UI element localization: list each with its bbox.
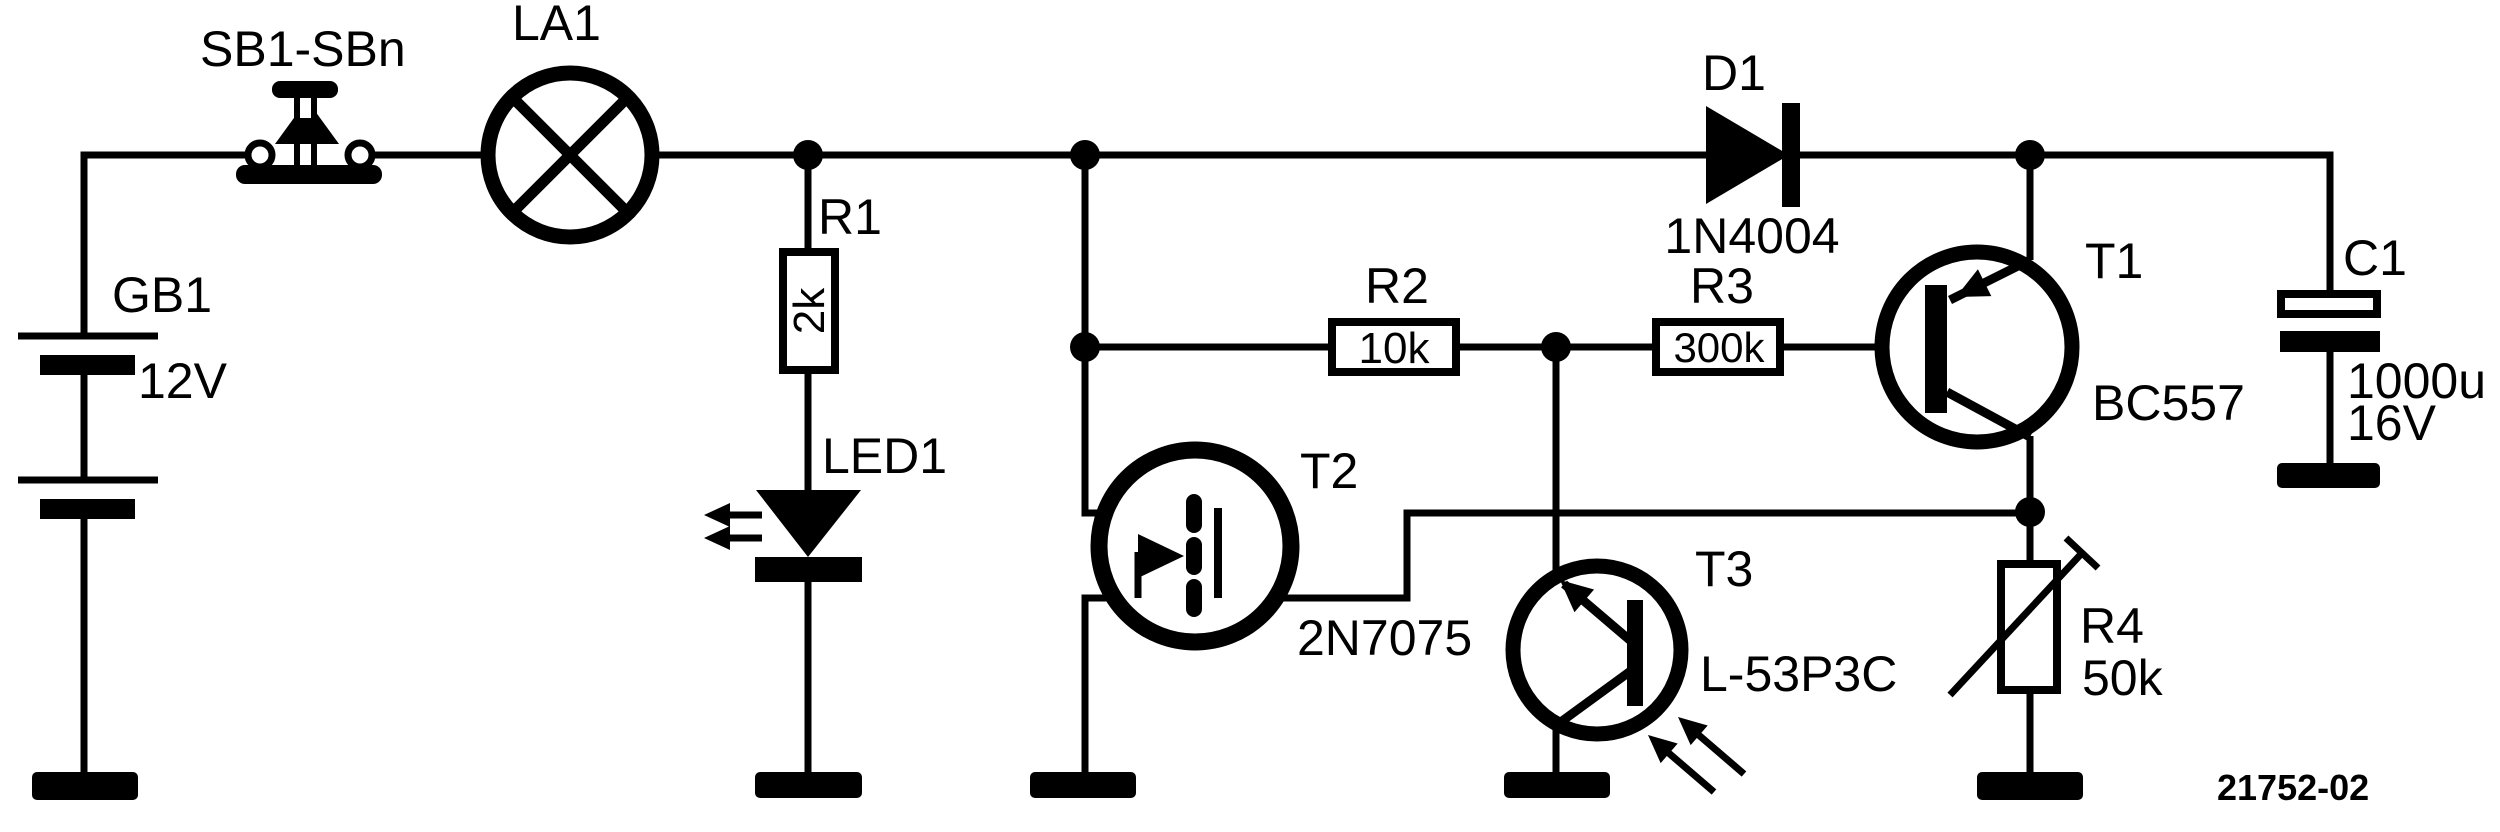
potentiometer-r4 [1947, 535, 2101, 698]
transistor-t1 [1874, 244, 2080, 450]
ground-icon-phototransistor [1504, 772, 1610, 798]
capacitor-c1 [2277, 290, 2381, 352]
ground-icon-led [755, 772, 862, 798]
phototransistor-t3 [1505, 558, 1747, 795]
led-emission-arrowhead-2 [704, 526, 730, 550]
phototransistor-emitter-arrow-icon [1560, 580, 1595, 613]
phototransistor-bottom-lead [1555, 666, 1635, 728]
lamp-la1 [480, 65, 660, 245]
battery-value-label: 12V [138, 353, 228, 409]
ground-symbols [32, 463, 2380, 800]
t2-value-label: 2N7075 [1297, 610, 1472, 666]
wire-battery-to-switch [80, 151, 252, 333]
diode-triangle [1706, 106, 1789, 204]
led-emission-arrowhead-1 [704, 503, 730, 527]
r4-value-label: 50k [2082, 650, 2164, 706]
transistor-t1-emitter-arrow-icon [1956, 269, 1992, 297]
pushbutton-cap [272, 81, 338, 98]
phototransistor-base-bar [1627, 600, 1643, 706]
wire-gate-route [1218, 509, 2030, 602]
ground-icon-mosfet [1030, 772, 1136, 798]
led-ref-label: LED1 [822, 428, 947, 484]
t3-value-label: L-53P3C [1700, 646, 1897, 702]
junction-dot [2015, 140, 2045, 170]
ground-icon-r4 [1977, 772, 2083, 800]
r1-ref-label: R1 [818, 189, 882, 245]
d1-ref-label: D1 [1702, 45, 1766, 101]
resistor-r3 [1652, 318, 1784, 376]
phototransistor-t3-circle [1505, 558, 1689, 742]
battery-plate-short-2 [40, 499, 135, 519]
wire-diode-to-cap [1796, 151, 2334, 296]
r2-ref-label: R2 [1365, 258, 1429, 314]
c1-ref-label: C1 [2343, 230, 2407, 286]
light-arrowhead-2 [1648, 735, 1678, 764]
mosfet-channel-dash-2 [1186, 537, 1202, 575]
transistor-t1-base-bar [1925, 285, 1947, 413]
junction-dot [1070, 140, 1100, 170]
diode-d1 [1706, 103, 1800, 207]
pushbutton-contact-right [344, 139, 376, 171]
t1-value-label: BC557 [2092, 375, 2245, 431]
ground-icon-capacitor [2277, 463, 2380, 488]
r1-value-label: 2k [785, 287, 834, 334]
r2-value-label: 10k [1359, 324, 1431, 373]
battery-plate-short-1 [40, 355, 135, 375]
lamp-ref-label: LA1 [512, 0, 601, 51]
r3-ref-label: R3 [1690, 258, 1754, 314]
battery-gb1 [18, 332, 158, 519]
capacitor-plate-negative [2280, 331, 2380, 352]
pushbutton-sb1-sbn [236, 81, 382, 184]
t2-ref-label: T2 [1300, 443, 1358, 499]
lamp-cross-2 [508, 93, 632, 217]
c1-capacitance-label: 1000u [2347, 353, 2486, 409]
pushbutton-contact-left [244, 139, 276, 171]
junction-dot [2015, 497, 2045, 527]
r4-ref-label: R4 [2080, 598, 2144, 654]
mosfet-t2 [1090, 441, 1300, 651]
battery-ref-label: GB1 [112, 267, 212, 323]
potentiometer-r4-diagonal [1947, 550, 2085, 698]
pushbutton-bridge [236, 165, 382, 184]
t1-ref-label: T1 [2085, 233, 2143, 289]
d1-value-label: 1N4004 [1664, 208, 1839, 264]
r3-value-label: 300k [1673, 324, 1765, 371]
ground-icon-battery [32, 772, 138, 800]
diode-cathode-bar [1782, 103, 1800, 207]
mosfet-body-arrow-icon [1138, 534, 1184, 578]
resistor-r2-body [1328, 318, 1460, 376]
capacitor-plate-positive [2277, 290, 2381, 318]
mosfet-channel-dash-3 [1186, 579, 1202, 617]
transistor-t1-collector [1944, 388, 2033, 441]
resistor-r1 [779, 248, 839, 374]
labels: SB1-SBn LA1 GB1 12V R1 2k LED1 R2 10k R3… [112, 0, 2486, 808]
light-arrow-1 [1691, 728, 1747, 777]
led1 [704, 490, 862, 582]
junction-dot [1070, 332, 1100, 362]
led-triangle [756, 490, 861, 557]
resistor-r2 [1328, 318, 1460, 376]
junction-dot [1541, 332, 1571, 362]
pushbutton-shaft-gap [299, 96, 311, 118]
potentiometer-r4-tbar [2063, 535, 2101, 571]
light-arrow-2 [1661, 746, 1717, 795]
mosfet-channel-dash-1 [1186, 494, 1202, 533]
pushbutton-ref-label: SB1-SBn [200, 21, 406, 77]
t3-ref-label: T3 [1695, 541, 1753, 597]
led-cathode-bar [755, 557, 862, 582]
resistor-r3-body [1652, 318, 1784, 376]
junction-dot [793, 140, 823, 170]
c1-voltage-label: 16V [2347, 395, 2437, 451]
junction-dots [793, 140, 2045, 527]
pushbutton-actuator-icon [275, 100, 339, 144]
figure-number: 21752-02 [2217, 767, 2369, 808]
light-arrowhead-1 [1678, 717, 1708, 746]
resistor-r1-body [779, 248, 839, 374]
